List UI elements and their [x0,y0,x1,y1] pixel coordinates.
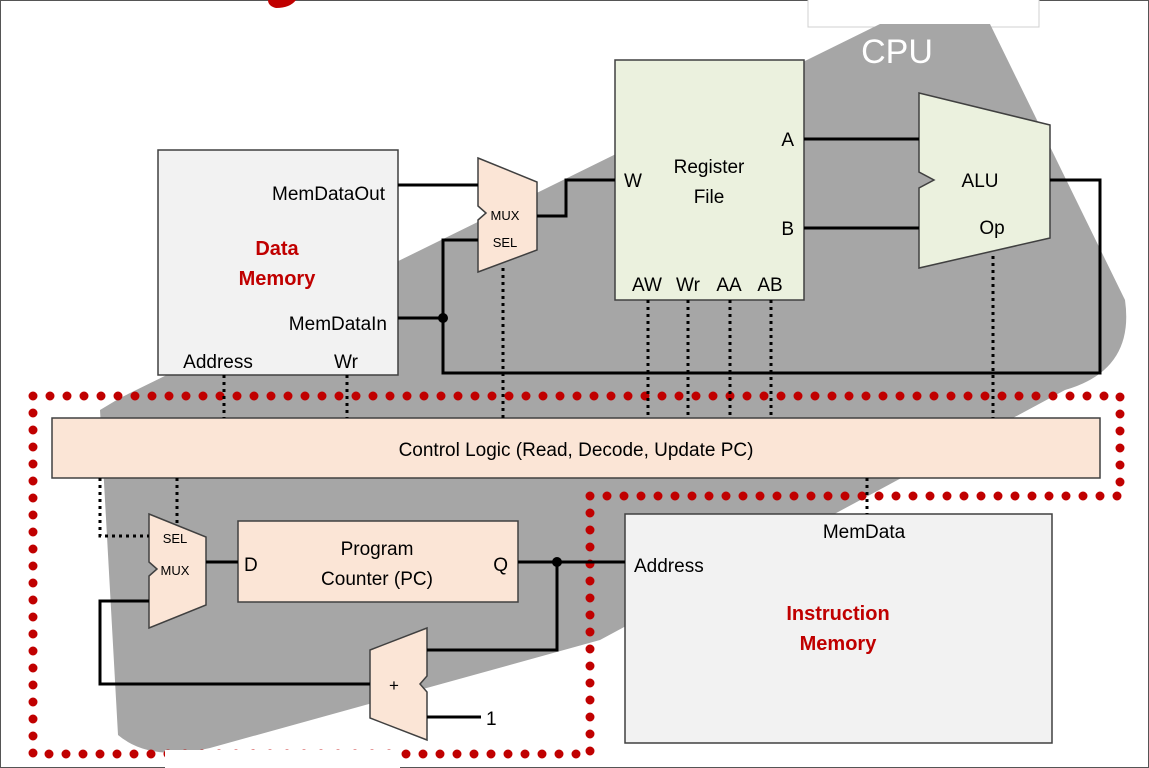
wire-alu-result-bus [441,178,1102,375]
register-file-title-line2: File [694,187,725,208]
data-memory-block [157,149,399,376]
adder-plus-symbol: + [389,676,399,695]
register-file-block [614,59,805,301]
program-counter-title-line2: Counter (PC) [321,569,433,590]
junction-memdatain [438,313,448,323]
data-wires [98,137,1102,719]
pc-mux-label: MUX [161,563,190,578]
program-counter-d-port: D [244,555,258,576]
pc-mux-sel-label: SEL [163,531,188,546]
instruction-memory-title-line2: Memory [800,633,878,655]
top-mux-label: MUX [491,208,520,223]
register-file-a-port: A [781,130,794,151]
mem-data-in-label: MemDataIn [289,314,387,335]
register-file-aa-port: AA [716,275,742,296]
wire-mux-to-regfile-w [537,178,615,218]
program-counter-q-port: Q [493,555,508,576]
alu-label: ALU [962,171,999,192]
top-mux-sel-label: SEL [493,235,518,250]
register-file-wr-port: Wr [676,275,701,296]
control-wires [98,256,995,538]
adder-block [369,626,428,742]
instruction-memory-memdata-label: MemData [823,522,906,543]
register-file-w-port: W [624,171,642,192]
control-region-dotted-outline [28,391,1125,759]
instruction-memory-block [624,513,1053,744]
data-memory-title-line2: Memory [239,268,317,290]
register-file-title-line1: Register [674,157,745,178]
cpu-label: CPU [861,33,933,71]
data-memory-wr-label: Wr [334,352,359,373]
data-memory-address-label: Address [183,352,253,373]
register-file-aw-port: AW [632,275,662,296]
bottom-white-gap [165,750,400,768]
alu-op-label: Op [979,218,1004,239]
register-file-ab-port: AB [757,275,782,296]
wire-bus-to-mux-input [441,238,478,318]
ctrl-pc-mux-sel-a [98,478,149,538]
instruction-memory-title-line1: Instruction [786,603,889,625]
mem-data-out-label: MemDataOut [272,184,386,205]
data-memory-title-line1: Data [255,238,299,260]
top-mux-block [477,156,538,274]
wire-adder-to-pc-mux [98,599,370,686]
control-logic-label: Control Logic (Read, Decode, Update PC) [399,440,754,461]
program-counter-title-line1: Program [341,539,414,560]
red-title-fragment [268,0,296,8]
junction-pc-q [552,557,562,567]
top-right-box-fragment [807,0,1040,28]
instruction-memory-address-label: Address [634,556,704,577]
control-logic-block [51,417,1101,479]
wire-pc-q-to-adder [427,562,559,652]
adder-constant-one: 1 [486,709,497,730]
register-file-b-port: B [781,219,794,240]
